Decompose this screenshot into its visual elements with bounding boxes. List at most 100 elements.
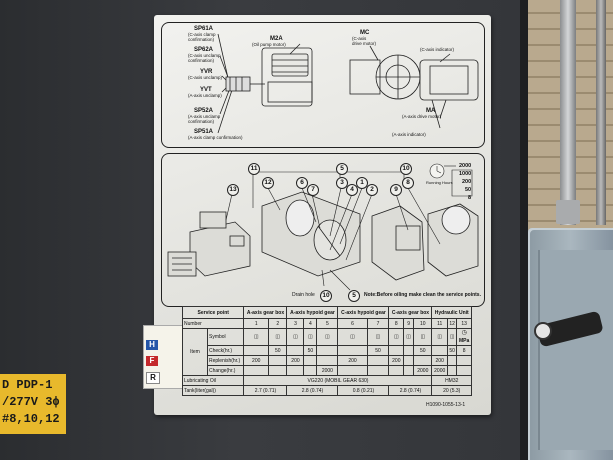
- table-row: Tank(liter(gal)) 2.7 (0.71) 2.8 (0.74) 0…: [181, 385, 472, 396]
- number-cell: 11: [431, 318, 448, 329]
- callout-12: 12: [262, 177, 274, 189]
- mc-name: MC: [360, 30, 370, 36]
- yvt-name: YVT: [200, 87, 212, 93]
- sticker-h: H: [146, 340, 158, 350]
- tank-c-gearbox: 2.8 (0.74): [388, 385, 433, 396]
- sp52a-desc: (A-axis unclamp confirmation): [188, 114, 221, 124]
- conduit-fitting: [556, 200, 580, 224]
- oil-can-icon: ◫: [366, 328, 390, 346]
- check-cell: 8: [456, 345, 472, 356]
- oil-can-icon: ◫: [431, 328, 448, 346]
- hours-2000: 2000: [459, 163, 472, 169]
- tank-c-hypoid: 0.8 (0.21): [337, 385, 390, 396]
- callout-7: 7: [307, 184, 319, 196]
- c-axis-indicator-label: (C-axis indicator): [420, 47, 455, 52]
- table-row: Replenish(hr.) 200 200 200 200 200: [183, 355, 472, 366]
- table-row: Number 1 2 3 4 5 6 7 8 9 10 11 12 13: [181, 318, 472, 329]
- group-c-gearbox: C-axis gear box: [388, 306, 433, 319]
- yvt-desc: (A-axis unclamp): [188, 93, 222, 98]
- number-cell: 6: [337, 318, 368, 329]
- number-cell: 4: [303, 318, 318, 329]
- item-label: Item: [182, 328, 208, 376]
- oil-can-icon: ◫: [243, 328, 269, 346]
- check-cell: 50: [446, 345, 458, 356]
- check-cell: [388, 345, 405, 356]
- callout-6: 6: [296, 177, 308, 189]
- replenish-cell: [267, 355, 288, 366]
- group-a-hypoid: A-axis hypoid gear: [286, 306, 339, 319]
- hours-8: 8: [468, 195, 472, 201]
- table-row: Service point A-axis gear box A-axis hyp…: [181, 306, 472, 319]
- number-cell: 3: [286, 318, 305, 329]
- m2a-name: M2A: [270, 36, 283, 42]
- callout-11: 11: [248, 163, 260, 175]
- sp52a-name: SP52A: [194, 108, 214, 114]
- oil-can-icon: ◫: [316, 328, 339, 346]
- symbol-label: Symbol: [206, 328, 245, 346]
- table-row: Lubricating Oil VG220 (MOBIL GEAR 630) H…: [181, 375, 472, 386]
- check-cell: [403, 345, 415, 356]
- oil-can-icon: ◫: [403, 328, 415, 346]
- yvr-desc: (C-axis unclamp): [188, 75, 223, 80]
- change-cell: [303, 365, 318, 376]
- hours-1000: 1000: [459, 171, 472, 177]
- check-cell: [286, 345, 305, 356]
- replenish-cell: [403, 355, 415, 366]
- number-cell: 7: [366, 318, 390, 329]
- check-cell: [337, 345, 368, 356]
- sp51a-name: SP51A: [194, 129, 214, 135]
- handle-knob[interactable]: [534, 322, 552, 340]
- hours-200: 200: [462, 179, 472, 185]
- change-cell: [446, 365, 458, 376]
- mpa-label: MPa: [459, 338, 470, 344]
- number-cell: 12: [446, 318, 458, 329]
- conduit-pipe-2: [596, 0, 606, 225]
- change-label: Change(hr.): [206, 365, 245, 376]
- callout-2: 2: [366, 184, 378, 196]
- tank-a-gearbox: 2.7 (0.71): [243, 385, 288, 396]
- replenish-cell: 200: [243, 355, 269, 366]
- callout-10-top: 10: [400, 163, 412, 175]
- oil-can-icon: ◫: [303, 328, 318, 346]
- callout-8: 8: [402, 177, 414, 189]
- callout-3: 3: [336, 177, 348, 189]
- change-cell: 2000: [431, 365, 448, 376]
- change-cell: [286, 365, 305, 376]
- callout-9: 9: [390, 184, 402, 196]
- number-cell: 9: [403, 318, 415, 329]
- ma-name: MA: [426, 108, 436, 114]
- number-cell: 10: [413, 318, 433, 329]
- group-c-hypoid: C-axis hypoid gear: [337, 306, 390, 319]
- upper-panel: [161, 22, 485, 148]
- replenish-cell: 200: [388, 355, 405, 366]
- mc-desc: (C-axis drive motor): [352, 36, 377, 46]
- callout-5-bottom: 5: [348, 290, 360, 302]
- replenish-cell: [456, 355, 472, 366]
- number-cell: 2: [267, 318, 288, 329]
- replenish-cell: [303, 355, 318, 366]
- filter-icon: ◫: [446, 328, 458, 346]
- change-cell: [243, 365, 269, 376]
- service-table: Service point A-axis gear box A-axis hyp…: [181, 306, 472, 396]
- lubricating-oil-label: Lubricating Oil: [181, 375, 245, 386]
- sticker-f: F: [146, 356, 158, 366]
- table-row: Check(hr.) 50 50 50 50 50 8: [183, 345, 472, 356]
- tank-hydraulic: 20 (5.3): [431, 385, 472, 396]
- oil-can-icon: ◫: [337, 328, 368, 346]
- check-cell: [316, 345, 339, 356]
- check-cell: [243, 345, 269, 356]
- callout-13: 13: [227, 184, 239, 196]
- tank-a-hypoid: 2.8 (0.74): [286, 385, 339, 396]
- number-label: Number: [181, 318, 245, 329]
- change-cell: [456, 365, 472, 376]
- a-axis-indicator-label: (A-axis indicator): [392, 132, 426, 137]
- replenish-cell: [413, 355, 433, 366]
- drain-hole-label: Drain hole: [292, 292, 315, 298]
- replenish-cell: [366, 355, 390, 366]
- check-cell: [431, 345, 448, 356]
- number-cell: 5: [316, 318, 339, 329]
- sp61a-desc: (C-axis clamp confirmation): [188, 32, 216, 42]
